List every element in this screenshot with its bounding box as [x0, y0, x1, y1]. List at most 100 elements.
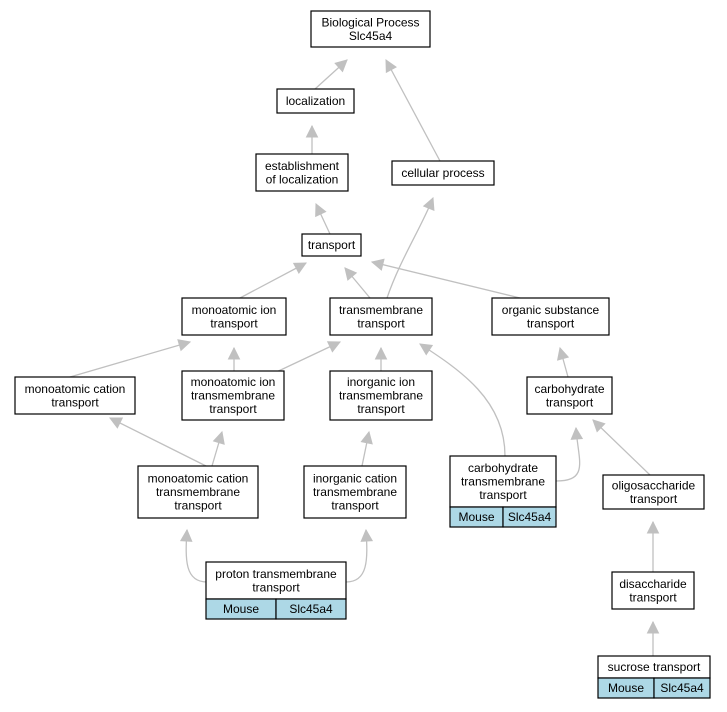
node-label-line: organic substance [502, 303, 600, 317]
arrowhead [227, 346, 241, 360]
arrowhead [370, 258, 385, 271]
edge-disac-to-olig [646, 520, 660, 572]
arrowhead [646, 520, 660, 534]
node-box [329, 297, 433, 336]
arrowhead [305, 124, 319, 138]
edge-estloc-to-loc [305, 124, 319, 154]
organism-label: Mouse [458, 510, 494, 524]
node-label-line: transport [479, 488, 527, 502]
node-label-line: sucrose transport [608, 660, 701, 674]
arrowhead [334, 59, 348, 73]
gene-cell [275, 598, 347, 620]
node-label-line: transmembrane [339, 303, 423, 317]
node-box [602, 474, 705, 510]
node-label-line: Slc45a4 [349, 29, 393, 43]
edge-ptt-to-ictt [345, 528, 374, 583]
arrowhead [570, 426, 584, 440]
edge-ptt-to-mctt [179, 528, 208, 583]
node-box [611, 571, 695, 610]
arrowhead [419, 343, 434, 356]
arrowhead [315, 202, 327, 218]
node-label-line: carbohydrate [534, 382, 604, 396]
node-label-line: transport [331, 499, 379, 513]
go-term-node-loc[interactable]: localization [276, 88, 355, 114]
arrowhead [109, 417, 124, 429]
edge-loc-to-bp [314, 59, 348, 90]
node-label-line: transport [51, 395, 99, 409]
arrowhead [360, 430, 373, 445]
node-box [491, 297, 610, 336]
edge-mctt-to-mct [109, 417, 207, 467]
gene-cell [502, 506, 557, 528]
node-label-line: monoatomic cation [148, 472, 249, 486]
node-box [205, 561, 347, 600]
edge-mit-to-transport [239, 262, 307, 299]
node-label-line: transport [308, 238, 356, 252]
node-label-line: transmembrane [156, 485, 240, 499]
node-label-line: transport [527, 316, 575, 330]
node-label-line: inorganic ion [347, 375, 415, 389]
node-label-line: monoatomic ion [192, 303, 277, 317]
arrowhead [422, 196, 435, 212]
arrowhead [556, 346, 570, 361]
arrowhead [212, 430, 225, 445]
edge-mitt-to-tmt [269, 341, 342, 376]
node-label-line: transmembrane [461, 475, 545, 489]
edge-mitt-to-mit [227, 346, 241, 371]
node-box [137, 465, 259, 519]
go-term-node-cellproc[interactable]: cellular process [391, 160, 495, 186]
edge-layer [69, 59, 660, 656]
gene-cell [653, 677, 711, 699]
node-box [303, 465, 407, 519]
node-label-line: transport [546, 395, 594, 409]
node-label-line: inorganic cation [313, 472, 397, 486]
edge-tmt-to-transport [344, 267, 371, 299]
edge-tmt-to-cellproc [386, 196, 435, 299]
node-box [255, 153, 349, 192]
node-label-line: of localization [266, 172, 339, 186]
node-label-line: transport [210, 316, 258, 330]
node-label-line: proton transmembrane [215, 567, 337, 581]
edge-ost-to-transport [370, 258, 521, 299]
node-label-line: localization [286, 94, 345, 108]
node-label-line: cellular process [401, 166, 484, 180]
node-label-line: transmembrane [191, 389, 275, 403]
arrowhead [177, 339, 192, 352]
edge-iitt-to-tmt [374, 346, 388, 371]
node-label-line: transport [357, 316, 405, 330]
edge-chtt-to-cht [555, 426, 584, 482]
node-box [310, 10, 431, 48]
node-label-line: transport [629, 590, 677, 604]
arrowhead [360, 528, 374, 542]
node-label-line: transport [357, 402, 405, 416]
gene-label: Slc45a4 [289, 602, 333, 616]
node-box [329, 370, 433, 421]
node-box [181, 370, 285, 421]
edge-transport-to-estloc [315, 202, 331, 235]
go-term-node-transport[interactable]: transport [301, 233, 362, 257]
node-label-line: monoatomic ion [191, 375, 276, 389]
gene-label: Slc45a4 [660, 681, 704, 695]
arrowhead [292, 262, 307, 274]
node-box [301, 233, 362, 257]
node-box [276, 88, 355, 114]
gene-label: Slc45a4 [508, 510, 552, 524]
